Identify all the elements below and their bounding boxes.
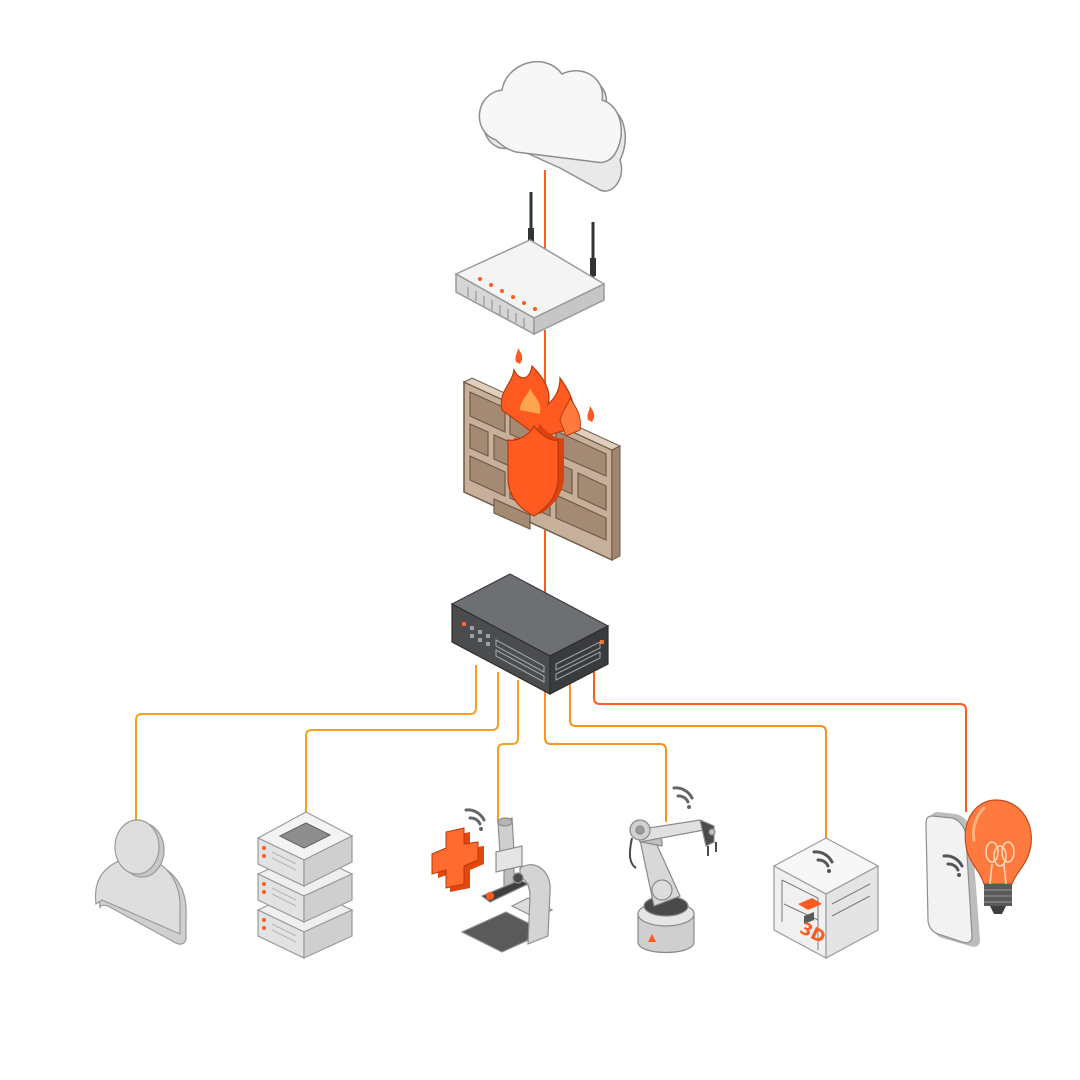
switch-ports — [470, 626, 490, 646]
link-switch-printer — [569, 680, 827, 838]
server-rack-icon — [256, 811, 354, 959]
link-switch-smart-device — [593, 672, 967, 812]
microscope-body — [460, 817, 554, 953]
shield-icon — [507, 424, 564, 517]
wifi-icon — [942, 854, 964, 877]
firewall-icon — [462, 348, 622, 562]
router-status-leds — [478, 277, 537, 311]
link-switch-medical — [497, 680, 519, 822]
server-vents — [271, 851, 297, 943]
user-icon — [94, 819, 187, 945]
link-switch-user — [135, 665, 477, 825]
lightbulb-icon — [964, 799, 1032, 914]
smartphone-lightbulb-icon — [925, 799, 1032, 947]
switch-port-leds — [462, 622, 604, 644]
fire-icon — [500, 348, 595, 439]
router-icon — [454, 192, 606, 336]
wifi-icon — [672, 786, 694, 809]
cloud-icon — [478, 61, 627, 192]
link-switch-server — [305, 672, 499, 812]
network-switch-icon — [450, 573, 610, 695]
switch-slots — [495, 639, 601, 683]
robot-arm-icon — [628, 786, 717, 954]
medical-cross-icon — [431, 827, 484, 892]
connectors — [135, 170, 967, 838]
3d-printer-icon: 3D — [772, 837, 880, 960]
server-leds — [262, 846, 266, 930]
wifi-icon — [812, 850, 834, 873]
router-vents — [467, 287, 525, 328]
link-switch-robot — [544, 690, 667, 822]
wifi-icon — [464, 808, 486, 831]
microscope-medical-icon — [431, 808, 554, 953]
